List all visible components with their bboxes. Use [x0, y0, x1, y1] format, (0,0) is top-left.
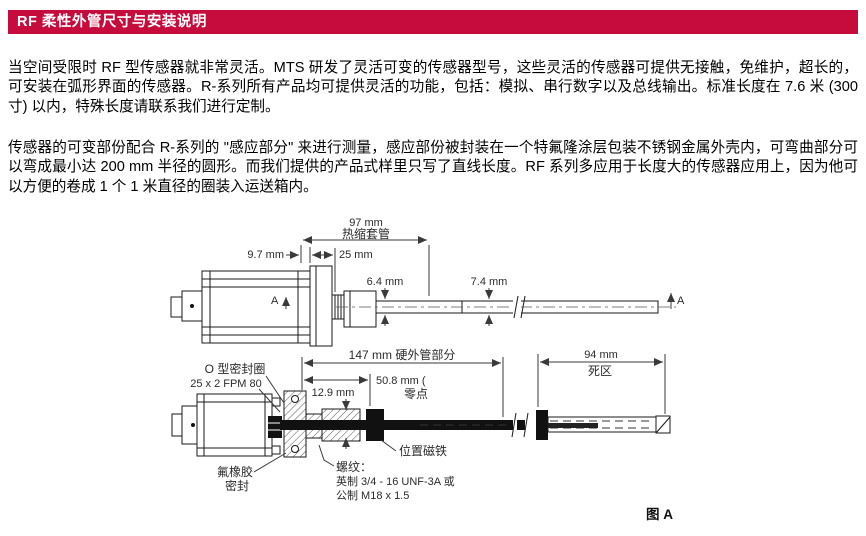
end-stop — [536, 410, 548, 440]
top-hex-flange — [309, 265, 333, 347]
seal-label-line1: 氟橡胶 — [217, 464, 253, 479]
dim-50-8mm: 50.8 mm ( — [376, 375, 426, 387]
section-label-a-left: A — [271, 295, 279, 307]
bottom-housing — [196, 393, 273, 457]
top-hub — [343, 290, 377, 328]
oring-label-line1: O 型密封圈 — [205, 361, 266, 376]
section-label-a-right: A — [677, 295, 685, 307]
dim-9-7mm: 9.7 mm — [247, 249, 284, 261]
bottom-connector-tip — [171, 413, 183, 437]
top-housing — [201, 270, 311, 344]
dim-97mm: 97 mm — [349, 217, 383, 229]
thread-label-line1: 螺纹： — [336, 460, 372, 474]
dim-147mm: 147 mm 硬外管部分 — [349, 347, 456, 362]
dim-12-9mm: 12.9 mm — [312, 387, 355, 399]
top-sensor-drawing: A A 97 mm 热缩套管 9.7 mm 25 mm 6.4 mm 7.4 m… — [170, 217, 685, 347]
dim-97mm-label: 热缩套管 — [342, 226, 390, 241]
dim-94mm-label: 死区 — [588, 364, 612, 378]
bottom-sensor-drawing: O 型密封圈 25 x 2 FPM 80 147 mm 硬外管部分 50.8 m… — [171, 347, 671, 502]
page-title: RF 柔性外管尺寸与安装说明 — [8, 10, 858, 34]
dim-7-4mm: 7.4 mm — [471, 276, 508, 288]
thread-label-line2: 英制 3/4 - 16 UNF-3A 或 — [336, 474, 455, 488]
dim-25mm: 25 mm — [339, 249, 373, 261]
bottom-rod — [280, 420, 513, 430]
dim-6-4mm: 6.4 mm — [367, 276, 404, 288]
figure-label: 图 A — [646, 507, 673, 522]
thread-label-line3: 公制 M18 x 1.5 — [336, 489, 409, 502]
position-magnet-label: 位置磁铁 — [399, 443, 447, 458]
position-magnet — [366, 409, 384, 441]
dim-94mm: 94 mm — [584, 349, 618, 361]
top-connector-tip — [170, 296, 183, 318]
paragraph-measurement: 传感器的可变部份配合 R-系列的 "感应部分" 来进行测量，感应部份被封装在一个… — [8, 140, 858, 195]
seal-label-line2: 密封 — [225, 478, 249, 493]
dim-50-8mm-label: 零点 — [404, 387, 428, 401]
bellows-seal — [268, 416, 282, 438]
oring-label-line2: 25 x 2 FPM 80 — [190, 378, 262, 390]
paragraph-intro: 当空间受限时 RF 型传感器就非常灵活。MTS 研发了灵活可变的传感器型号，这些… — [8, 60, 858, 115]
